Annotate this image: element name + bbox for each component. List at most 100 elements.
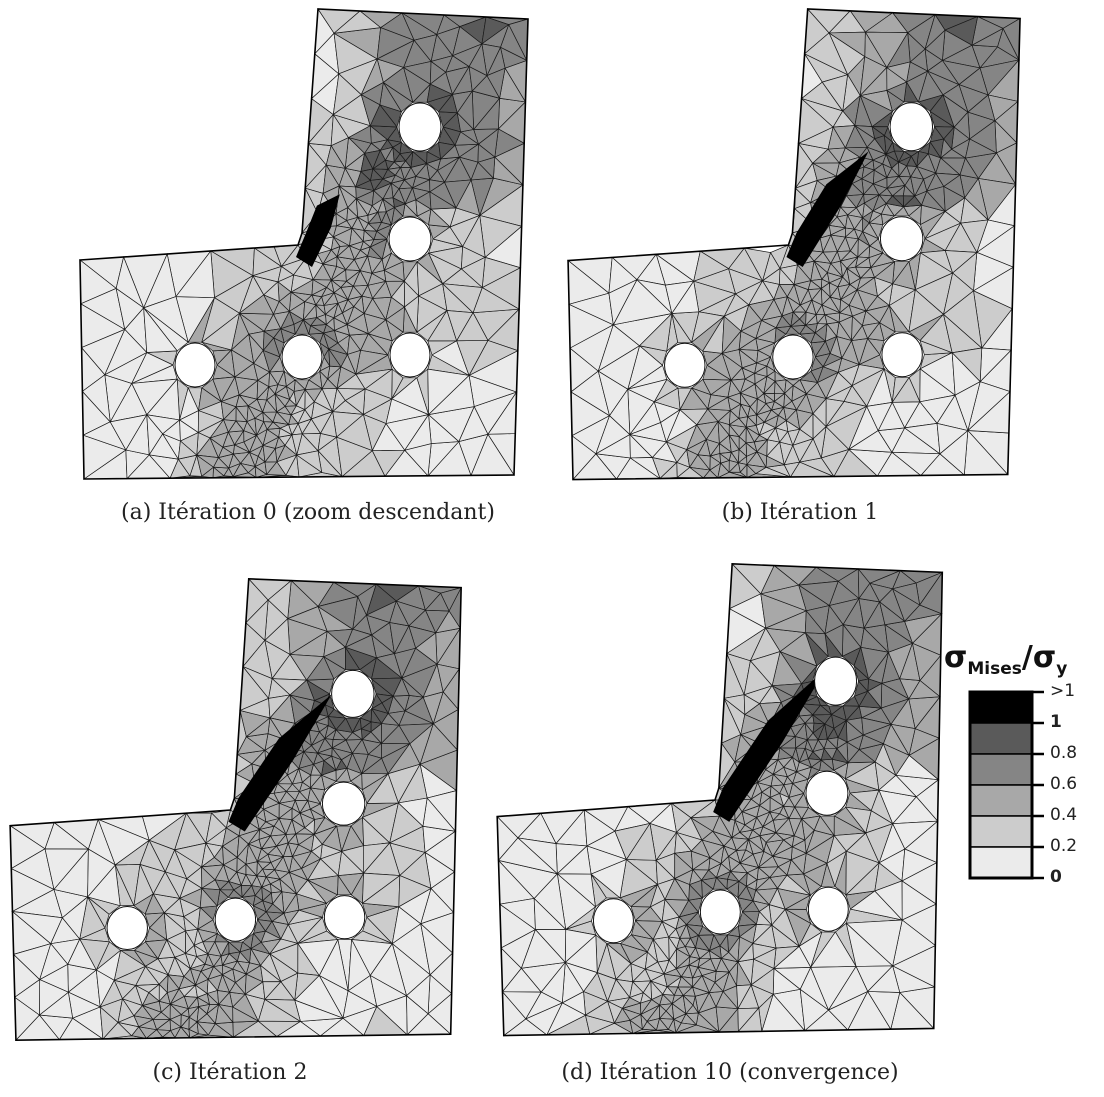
mesh-element xyxy=(770,784,785,794)
mesh-element xyxy=(295,389,306,411)
mesh-element xyxy=(344,628,373,648)
mesh-element xyxy=(744,372,756,385)
mesh-element xyxy=(295,833,316,846)
bolt-hole xyxy=(281,334,323,380)
mesh-element xyxy=(348,245,361,261)
mesh-element xyxy=(849,237,859,258)
mesh-element xyxy=(806,732,819,741)
mesh-element xyxy=(794,179,818,204)
mesh-element xyxy=(462,214,486,258)
mesh-element xyxy=(871,125,886,140)
mesh-element xyxy=(804,32,849,76)
legend-title: σMises/σy xyxy=(944,640,1068,679)
mesh-element xyxy=(805,393,827,415)
mesh-element xyxy=(809,278,823,290)
mesh-element xyxy=(173,842,207,868)
mesh-element xyxy=(298,781,312,793)
mesh-element xyxy=(268,694,291,719)
mesh-element xyxy=(663,973,683,988)
mesh-element xyxy=(857,678,869,693)
mesh-element xyxy=(328,347,342,368)
mesh-element xyxy=(882,743,910,777)
mesh-element xyxy=(214,864,230,882)
mesh-element xyxy=(614,822,651,861)
mesh-element xyxy=(774,419,789,432)
mesh-element xyxy=(858,690,882,709)
mesh-element xyxy=(848,288,867,312)
mesh-element xyxy=(379,146,394,161)
mesh-element xyxy=(765,401,775,411)
mesh-element xyxy=(936,422,969,455)
mesh-element xyxy=(799,311,807,327)
mesh-element xyxy=(792,746,800,763)
mesh-element xyxy=(679,408,709,426)
mesh-element xyxy=(280,972,299,1002)
mesh-element xyxy=(640,992,653,1004)
mesh-element xyxy=(291,807,301,821)
mesh-element xyxy=(406,973,431,1015)
mesh-element xyxy=(266,385,276,401)
legend-scale xyxy=(968,690,1044,880)
bolt-hole xyxy=(214,897,257,942)
mesh-element xyxy=(380,712,400,726)
mesh-element xyxy=(839,206,858,216)
mesh-element xyxy=(690,850,711,871)
mesh-element xyxy=(804,323,818,334)
mesh-element xyxy=(403,413,432,451)
mesh-element xyxy=(942,84,969,113)
mesh-element xyxy=(679,937,692,948)
bolt-hole xyxy=(106,905,148,951)
mesh-plot-a xyxy=(79,7,529,480)
mesh-element xyxy=(728,434,740,451)
mesh-element xyxy=(773,283,788,300)
mesh-element xyxy=(441,283,483,314)
mesh-element xyxy=(755,876,771,891)
mesh-element xyxy=(872,183,888,196)
mesh-element xyxy=(718,451,732,462)
mesh-element xyxy=(660,408,681,443)
mesh-element xyxy=(179,386,199,421)
mesh-element xyxy=(194,970,209,986)
legend-label: 0 xyxy=(1050,867,1062,887)
mesh-element xyxy=(708,945,722,960)
mesh-element xyxy=(236,863,247,875)
mesh-element xyxy=(268,370,279,388)
mesh-element xyxy=(740,714,771,736)
mesh-element xyxy=(717,462,730,479)
mesh-element xyxy=(219,880,235,891)
mesh-element xyxy=(340,752,354,769)
mesh-element xyxy=(811,287,823,306)
mesh-element xyxy=(652,939,670,963)
bolt-hole xyxy=(388,216,432,262)
mesh-element xyxy=(261,876,271,888)
mesh-element xyxy=(912,642,942,682)
mesh-element xyxy=(456,311,489,342)
mesh-element xyxy=(245,599,269,642)
mesh-element xyxy=(367,246,384,260)
mesh-element xyxy=(240,873,253,886)
mesh-element xyxy=(14,978,41,1016)
mesh-element xyxy=(454,131,480,146)
mesh-element xyxy=(404,186,417,205)
mesh-element xyxy=(267,853,285,863)
mesh-element xyxy=(752,850,765,869)
mesh-element xyxy=(824,604,844,635)
legend-label: 0.6 xyxy=(1050,774,1078,794)
mesh-element xyxy=(220,953,230,967)
mesh-element xyxy=(295,450,323,474)
mesh-element xyxy=(723,845,738,857)
mesh-element xyxy=(366,772,399,804)
mesh-element xyxy=(325,144,346,169)
mesh-element xyxy=(353,255,369,272)
mesh-element xyxy=(165,938,187,958)
legend-swatch xyxy=(969,784,1033,817)
mesh-element xyxy=(302,317,318,327)
caption-d: (d) Itération 10 (convergence) xyxy=(561,1060,899,1085)
mesh-element xyxy=(874,880,903,921)
mesh-element xyxy=(781,295,794,317)
mesh-element xyxy=(879,600,906,626)
mesh-element xyxy=(763,375,776,395)
mesh-element xyxy=(745,464,768,475)
mesh-element xyxy=(163,897,185,918)
mesh-element xyxy=(401,677,425,698)
